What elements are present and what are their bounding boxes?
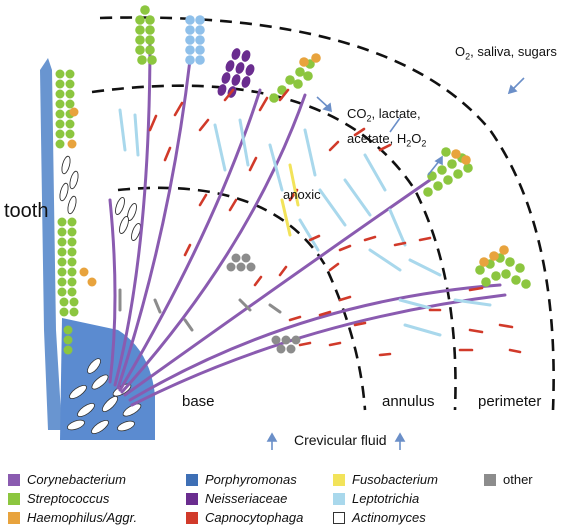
other-rods	[118, 288, 282, 332]
legend-actinomyces: Actinomyces	[333, 510, 426, 525]
zone-boundaries	[91, 16, 555, 411]
legend-swatch	[8, 473, 20, 486]
streptococcus-column	[55, 69, 79, 355]
legend-swatch	[333, 511, 345, 524]
actinomyces-base	[67, 358, 142, 435]
leptotrichia-rods	[118, 108, 492, 337]
legend-swatch	[8, 492, 20, 505]
boundary-annulus	[91, 84, 457, 411]
legend-capnocytophaga: Capnocytophaga	[186, 510, 303, 525]
other-bacteria	[226, 253, 301, 354]
boundary-perimeter	[99, 16, 555, 411]
legend-other: other	[484, 472, 533, 487]
porphyromonas-cluster	[185, 15, 205, 65]
streptococcus-top-left	[137, 55, 157, 65]
oxygen-saliva-label: O2, saliva, sugars	[455, 44, 557, 62]
annulus-zone-label: annulus	[382, 393, 435, 410]
fusobacterium-rods	[280, 163, 300, 237]
legend-swatch	[8, 511, 20, 524]
legend-leptotrichia: Leptotrichia	[333, 491, 419, 506]
legend-swatch	[333, 473, 345, 486]
legend-swatch	[484, 473, 496, 486]
tooth-surface	[40, 58, 62, 430]
actinomyces-tooth	[59, 155, 141, 241]
legend-porphyromonas: Porphyromonas	[186, 472, 297, 487]
legend-corynebacterium: Corynebacterium	[8, 472, 126, 487]
legend-fusobacterium: Fusobacterium	[333, 472, 438, 487]
boundary-base	[117, 186, 367, 411]
anoxic-label: anoxic	[283, 187, 321, 202]
tooth-label: tooth	[4, 200, 49, 222]
legend-neisseriaceae: Neisseriaceae	[186, 491, 287, 506]
streptococcus-tips	[135, 5, 531, 289]
legend-swatch	[186, 473, 198, 486]
haemophilus-tips	[299, 53, 509, 267]
legend-swatch	[333, 492, 345, 505]
neisseriaceae-cluster	[217, 48, 255, 98]
crevicular-fluid-label: Crevicular fluid	[294, 432, 387, 448]
capnocytophaga-segments	[148, 88, 522, 357]
haemophilus-column	[67, 107, 97, 287]
legend-swatch	[186, 511, 198, 524]
base-zone-label: base	[182, 393, 215, 410]
legend-haemophilus: Haemophilus/Aggr.	[8, 510, 137, 525]
gradient-arrows	[266, 77, 525, 450]
perimeter-zone-label: perimeter	[478, 393, 542, 410]
corynebacterium-filaments	[108, 38, 507, 407]
legend-streptococcus: Streptococcus	[8, 491, 109, 506]
metabolites-label: CO2, lactate, acetate, H2O2	[347, 106, 427, 149]
legend-swatch	[186, 492, 198, 505]
